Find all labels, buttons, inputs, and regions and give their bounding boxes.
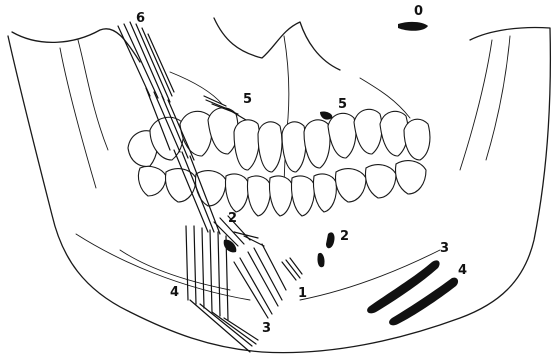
muscle-4-band-left (186, 226, 258, 352)
mark-5-right (320, 111, 332, 119)
label-1: 1 (298, 286, 307, 301)
muscle-2-insertion (214, 216, 264, 246)
label-6: 6 (136, 11, 145, 26)
label-3-bottom: 3 (262, 321, 271, 336)
mark-2-small (317, 253, 324, 267)
label-4-left: 4 (170, 285, 179, 300)
label-4-right: 4 (458, 263, 467, 278)
muscle-3-chin (234, 244, 286, 318)
label-2-right: 2 (340, 229, 349, 244)
label-0: 0 (414, 4, 423, 19)
label-5-left: 5 (243, 92, 252, 107)
right-ramus-line (460, 36, 510, 170)
label-2-left: 2 (228, 211, 237, 226)
label-5-right: 5 (338, 97, 347, 112)
nasal-cavity (214, 18, 340, 70)
muscle-1-patch (282, 258, 302, 280)
label-3-right: 3 (440, 241, 449, 256)
mark-2-right (326, 232, 335, 248)
nasal-septum (284, 36, 289, 196)
left-ramus-line (60, 40, 108, 188)
mark-4-right (389, 278, 458, 326)
upper-teeth (128, 108, 430, 172)
mark-0-top (398, 22, 428, 31)
